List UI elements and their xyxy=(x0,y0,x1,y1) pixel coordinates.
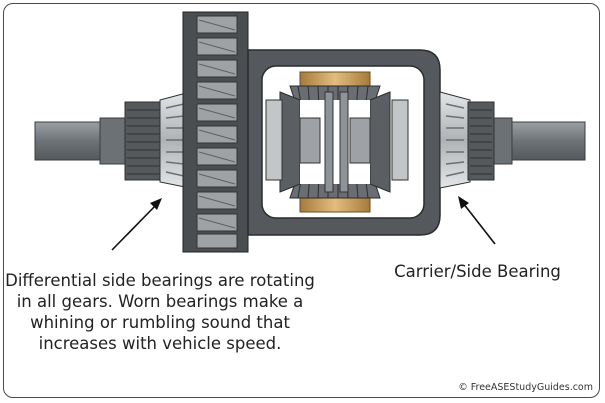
spider-gears xyxy=(265,71,409,213)
left-axle-shaft xyxy=(34,117,131,165)
left-side-bearing xyxy=(124,91,191,189)
right-side-bearing xyxy=(439,91,495,189)
side-bearing-caption: Differential side bearings are rotating … xyxy=(5,271,315,353)
arrow-left-icon xyxy=(111,198,162,251)
right-axle-shaft xyxy=(489,117,586,165)
ring-gear xyxy=(182,11,249,253)
carrier-bearing-caption: Carrier/Side Bearing xyxy=(394,262,561,281)
arrow-right-icon xyxy=(458,196,496,245)
copyright-notice: © FreeASEStudyGuides.com xyxy=(458,382,593,393)
